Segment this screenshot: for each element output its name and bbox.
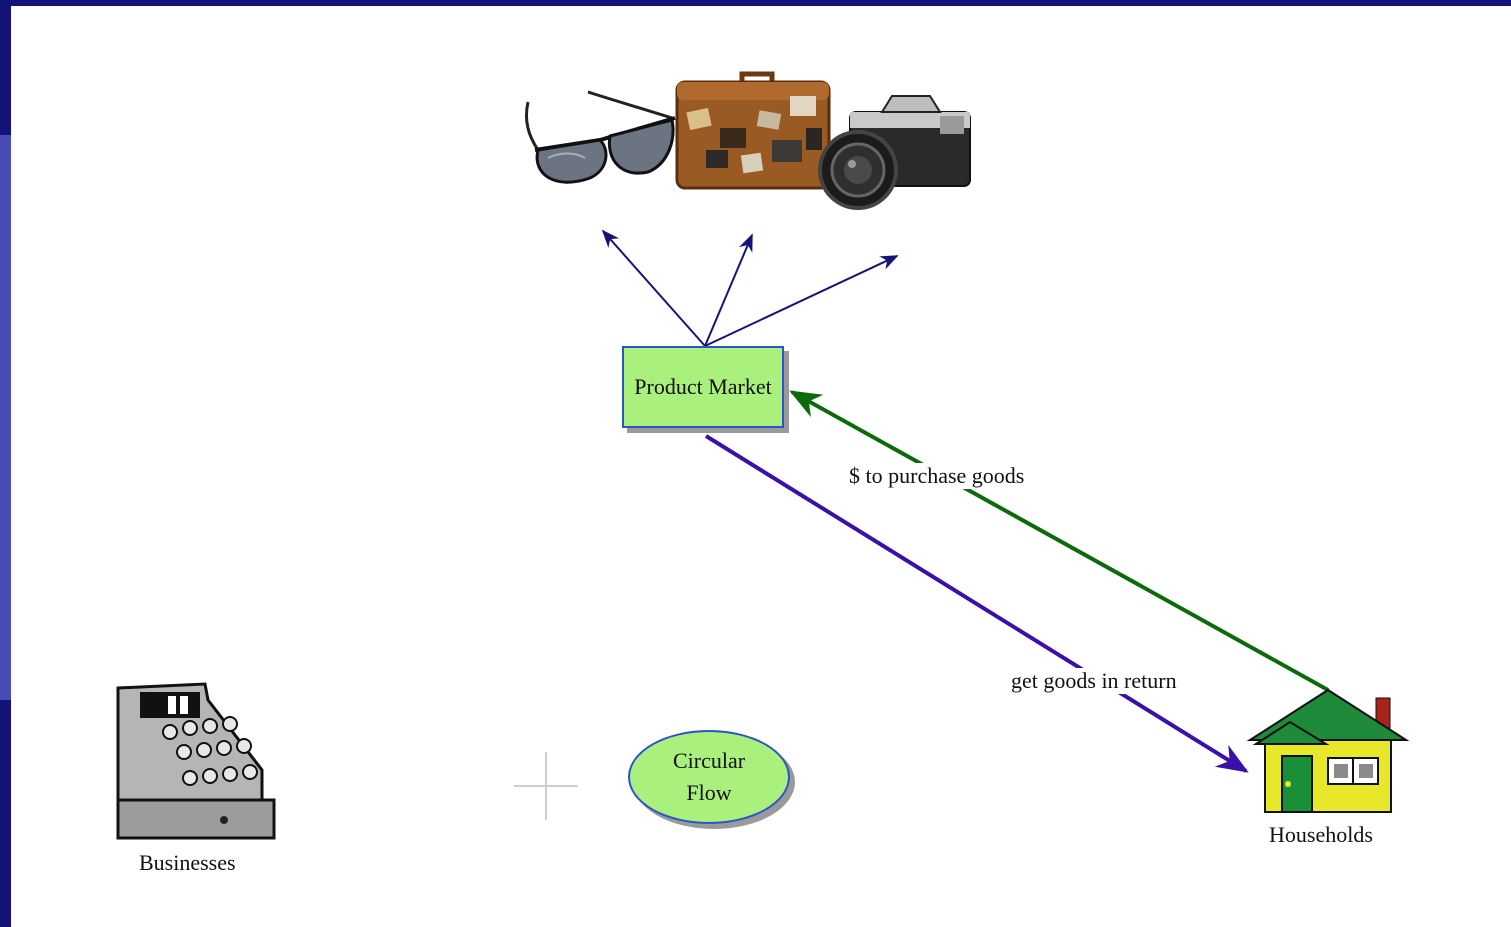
goods-flow-arrow [704,434,1249,773]
slide-frame-top [0,0,1511,6]
crosshair-icon [514,752,578,820]
circular-flow-label: Circular Flow [672,748,746,805]
suitcase-icon [675,71,831,190]
arrow-to-suitcase [704,233,753,347]
product-market-node: Product Market [622,346,784,428]
goods-flow-label: get goods in return [1008,668,1180,694]
camera-icon [818,95,971,210]
house-icon [1246,688,1410,813]
cash-register-icon [116,682,276,840]
sunglasses-icon [524,90,676,184]
product-market-label: Product Market [634,374,772,399]
money-flow-arrow [789,390,1329,692]
slide-frame-left-accent [0,135,11,700]
businesses-label: Businesses [136,850,239,876]
money-flow-label: $ to purchase goods [846,463,1028,489]
arrow-to-sunglasses [601,229,706,347]
arrow-to-camera [704,255,899,347]
circular-flow-node: Circular Flow [628,730,790,824]
households-label: Households [1266,822,1376,848]
